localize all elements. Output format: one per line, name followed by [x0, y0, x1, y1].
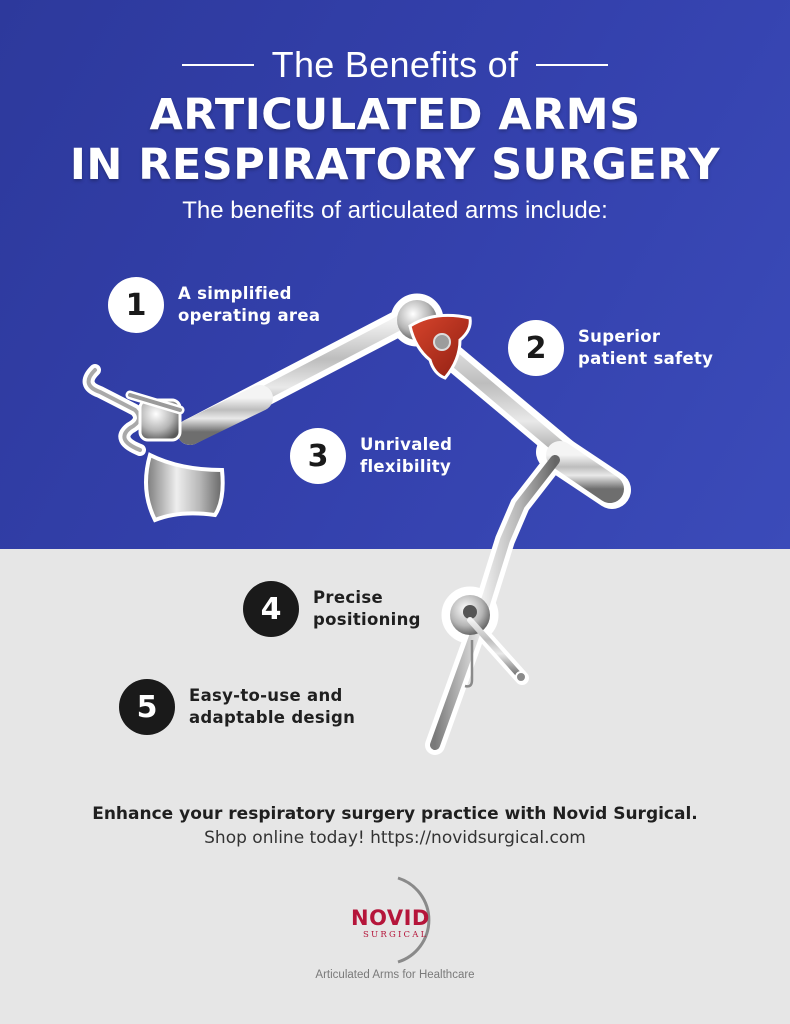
- title-line-1: ARTICULATED ARMS: [149, 90, 641, 140]
- benefit-label: Unrivaled flexibility: [360, 434, 452, 478]
- benefit-label: Precise positioning: [313, 587, 421, 631]
- benefit-3: 3 Unrivaled flexibility: [290, 428, 452, 484]
- logo-sub: SURGICAL: [363, 930, 429, 940]
- benefit-line-2: operating area: [178, 306, 321, 325]
- number-badge: 4: [243, 581, 299, 637]
- logo-arc-icon: [397, 876, 431, 964]
- divider-left: [181, 64, 254, 66]
- grey-background: [0, 549, 790, 1024]
- benefit-label: Easy-to-use and adaptable design: [189, 685, 355, 729]
- cta-shop-link[interactable]: Shop online today! https://novidsurgical…: [204, 828, 586, 848]
- number-badge: 1: [108, 277, 164, 333]
- benefit-1: 1 A simplified operating area: [108, 277, 320, 333]
- title-line-2: IN RESPIRATORY SURGERY: [69, 140, 721, 190]
- number-badge: 2: [508, 320, 564, 376]
- pretitle: The Benefits of: [0, 44, 790, 86]
- benefit-line-2: patient safety: [578, 349, 714, 368]
- benefit-line-2: adaptable design: [189, 708, 356, 727]
- benefit-line-1: Superior: [578, 327, 661, 346]
- number-badge: 5: [119, 679, 175, 735]
- benefit-line-2: flexibility: [360, 457, 452, 476]
- benefit-2: 2 Superior patient safety: [508, 320, 713, 376]
- benefit-line-1: Unrivaled: [360, 435, 453, 454]
- number-badge: 3: [290, 428, 346, 484]
- pretitle-text: The Benefits of: [271, 44, 519, 85]
- benefit-line-2: positioning: [313, 610, 421, 629]
- benefit-4: 4 Precise positioning: [243, 581, 421, 637]
- logo-name: NOVID: [351, 906, 430, 930]
- benefit-line-1: Easy-to-use and: [189, 686, 343, 705]
- logo-tagline: Articulated Arms for Healthcare: [315, 969, 475, 981]
- benefit-label: Superior patient safety: [578, 326, 713, 370]
- divider-right: [536, 64, 609, 66]
- benefit-line-1: Precise: [313, 588, 383, 607]
- benefit-line-1: A simplified: [178, 284, 292, 303]
- benefit-5: 5 Easy-to-use and adaptable design: [119, 679, 355, 735]
- subtitle: The benefits of articulated arms include…: [182, 197, 608, 224]
- cta-headline: Enhance your respiratory surgery practic…: [92, 804, 698, 824]
- benefit-label: A simplified operating area: [178, 283, 320, 327]
- blue-background: [0, 0, 790, 549]
